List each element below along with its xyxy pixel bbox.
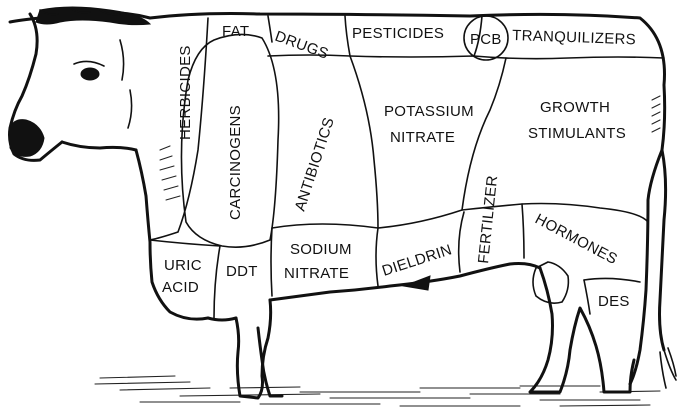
label-dieldrin: DIELDRIN	[380, 241, 454, 280]
eye-icon	[81, 68, 99, 80]
label-potassium-nitrate-line1: POTASSIUM	[384, 103, 474, 120]
label-growth-stimulants-line1: GROWTH	[540, 99, 610, 116]
label-pcb: PCB	[470, 31, 502, 48]
label-uric-acid-line2: ACID	[162, 279, 199, 296]
label-pesticides: PESTICIDES	[352, 25, 444, 42]
label-tranquilizers: TRANQUILIZERS	[512, 27, 636, 48]
label-drugs: DRUGS	[273, 28, 331, 63]
label-fertilizer: FERTILIZER	[475, 175, 501, 265]
label-hormones: HORMONES	[532, 211, 620, 269]
label-carcinogens: CARCINOGENS	[227, 105, 244, 220]
chemical-labels: HERBICIDES FAT DRUGS PESTICIDES PCB TRAN…	[162, 23, 636, 310]
label-antibiotics: ANTIBIOTICS	[292, 115, 338, 213]
ground-shading	[95, 376, 660, 406]
nose-icon	[10, 120, 44, 157]
label-ddt: DDT	[226, 263, 258, 280]
label-sodium-nitrate-line1: SODIUM	[290, 241, 352, 258]
label-fat: FAT	[222, 23, 249, 40]
label-growth-stimulants-line2: STIMULANTS	[528, 125, 626, 142]
label-herbicides: HERBICIDES	[177, 45, 194, 140]
label-uric-acid-line1: URIC	[164, 257, 202, 274]
label-des: DES	[598, 293, 630, 310]
label-sodium-nitrate-line2: NITRATE	[284, 265, 349, 282]
label-potassium-nitrate-line2: NITRATE	[390, 129, 455, 146]
